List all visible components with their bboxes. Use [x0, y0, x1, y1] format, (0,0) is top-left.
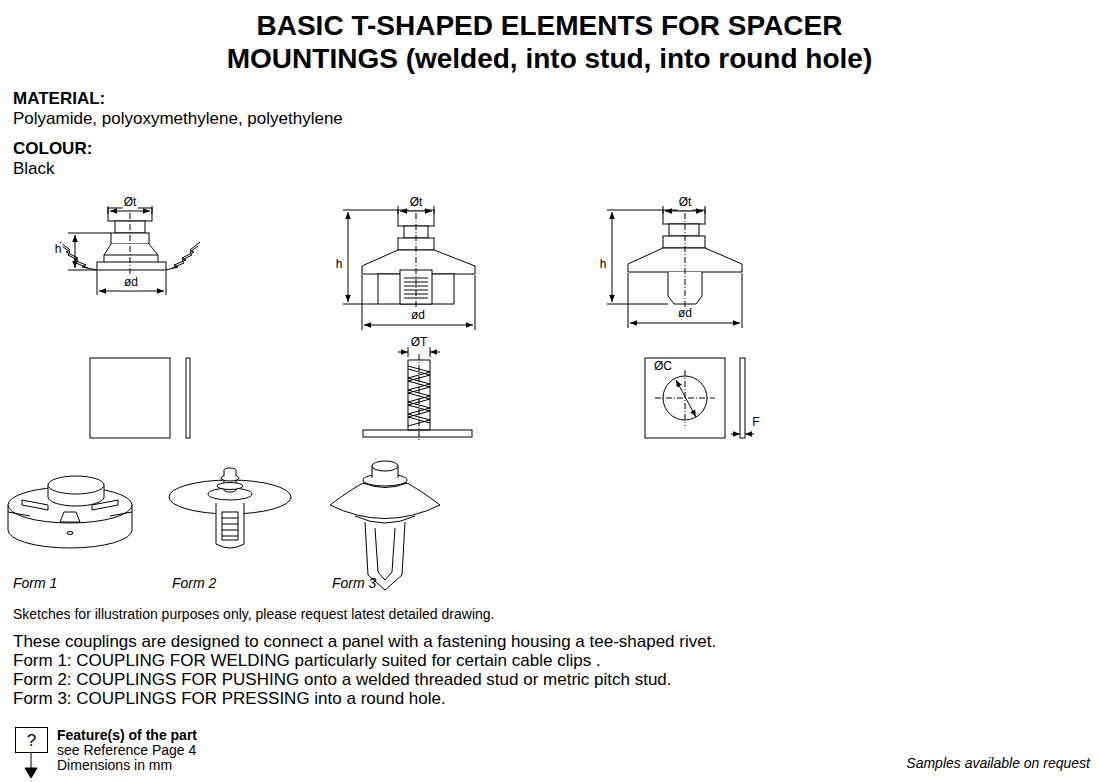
feature-symbol: ?	[27, 732, 36, 749]
form2-section	[343, 202, 475, 330]
material-list: Polyamide, polyoxymethylene, polyethylen…	[13, 109, 343, 129]
description-line: Form 1: COUPLING FOR WELDING particularl…	[13, 651, 601, 671]
dimension-label: Øt	[123, 196, 138, 210]
feature-arrow	[25, 753, 37, 778]
form2-3d	[169, 468, 291, 548]
description-line: Form 3: COUPLINGS FOR PRESSING into a ro…	[13, 689, 446, 709]
dimension-label: ød	[677, 307, 693, 321]
dimension-label: h	[335, 258, 344, 272]
dimension-label: Øt	[409, 196, 424, 210]
dimension-label: h	[54, 243, 63, 257]
page-title: BASIC T-SHAPED ELEMENTS FOR SPACER MOUNT…	[190, 9, 910, 75]
panel-views	[90, 347, 754, 442]
dimension-label: ød	[410, 309, 426, 323]
dimension-label: ØT	[410, 336, 429, 350]
dimension-label: h	[599, 258, 608, 272]
form3-3d	[330, 461, 440, 590]
description-line: Form 2: COUPLINGS FOR PUSHING onto a wel…	[13, 670, 672, 690]
description-line: These couplings are designed to connect …	[13, 632, 716, 652]
form3-section	[607, 202, 742, 328]
section-heading: MATERIAL:	[13, 89, 105, 109]
form1-3d	[8, 476, 132, 548]
dimension-label: ØC	[653, 360, 673, 374]
form-caption: Form 2	[172, 575, 216, 591]
feature-box: ?	[15, 727, 48, 753]
form1-section	[60, 202, 200, 295]
units-note: Dimensions in mm	[57, 757, 172, 773]
form-caption: Form 3	[332, 575, 376, 591]
samples-note: Samples available on request	[906, 755, 1090, 771]
colour-value: Black	[13, 159, 55, 179]
section-heading: COLOUR:	[13, 139, 92, 159]
note: Sketches for illustration purposes only,…	[13, 606, 494, 622]
feature-heading: Feature(s) of the part	[57, 727, 197, 743]
dimension-label: F	[751, 416, 760, 430]
form-caption: Form 1	[13, 575, 57, 591]
dimension-label: Øt	[678, 196, 693, 210]
feature-reference: see Reference Page 4	[57, 742, 196, 758]
dimension-label: ød	[123, 276, 139, 290]
title-band: BASIC T-SHAPED ELEMENTS FOR SPACER MOUNT…	[0, 9, 1099, 75]
